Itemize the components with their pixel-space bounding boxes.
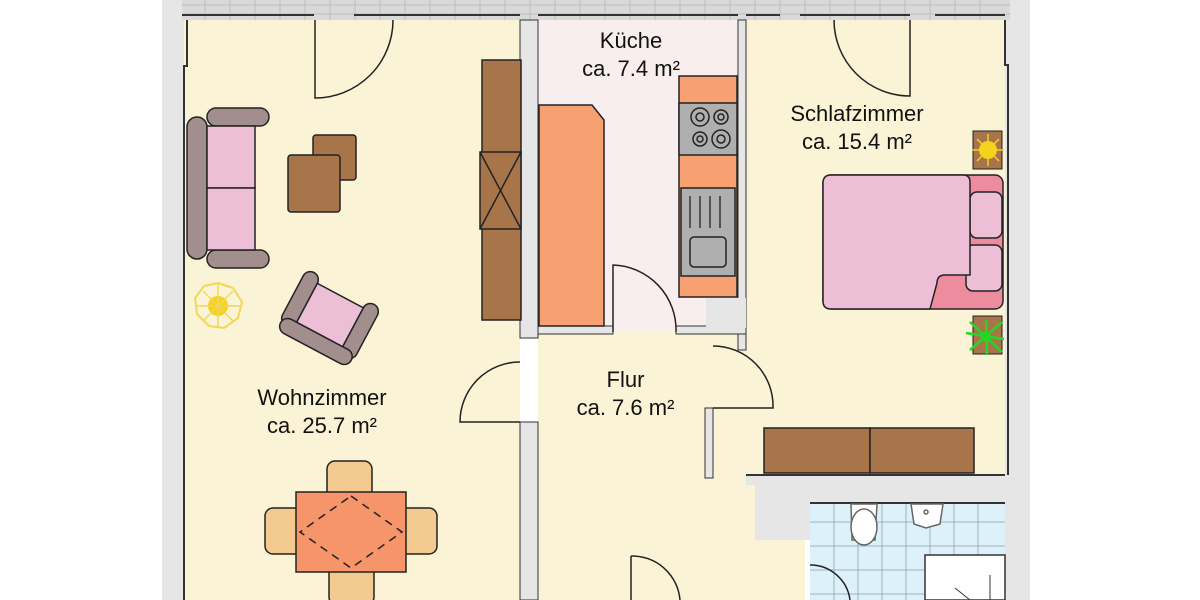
room-area: ca. 25.7 m²	[266, 413, 378, 438]
door-kueche	[612, 264, 677, 333]
door-arcs	[314, 19, 911, 600]
bathroom-floor	[810, 503, 1006, 600]
room-area: ca. 7.6 m²	[576, 395, 675, 420]
room-name: Küche	[599, 28, 663, 53]
sofa	[186, 107, 270, 269]
room-label-flur: Flur ca. 7.6 m²	[538, 366, 713, 422]
terrace-tiles	[182, 0, 1010, 20]
wall-kueche-schlaf	[737, 19, 747, 351]
dresser	[763, 427, 975, 474]
room-label-schlafzimmer: Schlafzimmer ca. 15.4 m²	[762, 100, 952, 156]
door-entrance	[630, 555, 681, 600]
wall-flur-schlaf	[704, 407, 714, 479]
stove	[678, 102, 738, 156]
dining-table	[264, 460, 438, 600]
door-bath	[809, 564, 851, 600]
kitchen-counter-left	[538, 104, 605, 327]
armchair	[278, 270, 380, 366]
left-outer-wall	[162, 0, 184, 600]
plant	[965, 315, 1005, 356]
bath-wall-block	[746, 475, 1005, 540]
room-label-wohnzimmer: Wohnzimmer ca. 25.7 m²	[222, 384, 422, 440]
kueche-niche	[706, 298, 746, 328]
door-wohnzimmer-flur	[459, 361, 521, 423]
washbasin	[910, 503, 944, 529]
door-wohnzimmer-balcony	[314, 19, 394, 99]
room-name: Schlafzimmer	[790, 101, 924, 126]
flur-floor	[538, 332, 805, 600]
bed	[822, 174, 1004, 310]
room-area: ca. 15.4 m²	[801, 129, 913, 154]
outer-wall-lines	[182, 14, 1009, 600]
right-outer-wall	[1005, 0, 1030, 600]
wall-wohn-kueche	[519, 19, 539, 339]
toilet	[850, 503, 878, 546]
room-name: Wohnzimmer	[257, 385, 387, 410]
door-schlafzimmer-flur	[712, 345, 774, 409]
lamp-schlafzimmer	[972, 130, 1004, 170]
wardrobe-wohnzimmer	[479, 59, 522, 321]
room-area: ca. 7.4 m²	[582, 56, 680, 81]
wall-kueche-bottom-left	[537, 325, 614, 335]
floor-lamp-wohnzimmer	[193, 281, 244, 330]
sink	[680, 187, 736, 277]
side-tables	[287, 134, 357, 213]
room-label-kueche: Küche ca. 7.4 m²	[546, 27, 716, 83]
wall-wohn-flur	[519, 421, 539, 600]
door-schlafzimmer-balcony	[833, 19, 911, 97]
room-name: Flur	[606, 367, 645, 392]
